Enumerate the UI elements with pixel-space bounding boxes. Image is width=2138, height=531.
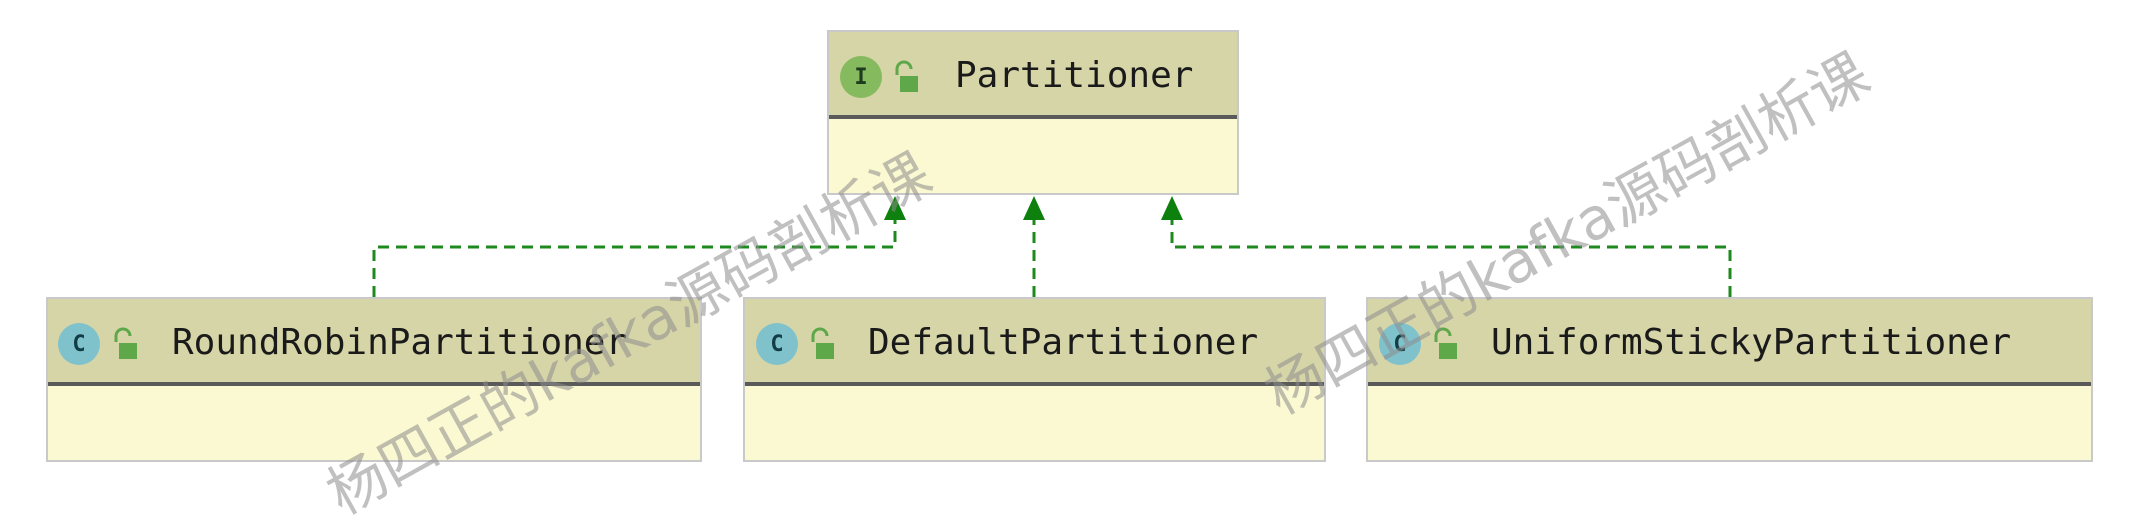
class-header: C UniformStickyPartitioner	[1368, 299, 2091, 386]
lock-open-icon	[1434, 327, 1457, 359]
class-badge-icon: C	[1379, 323, 1421, 365]
arrowhead-right	[1161, 196, 1183, 220]
interface-badge-icon: I	[840, 56, 882, 98]
class-header: C DefaultPartitioner	[745, 299, 1324, 386]
class-badge-icon: C	[756, 323, 798, 365]
interface-box-partitioner[interactable]: I Partitioner	[827, 30, 1239, 195]
interface-name: Partitioner	[955, 55, 1194, 96]
class-header: C RoundRobinPartitioner	[48, 299, 700, 386]
class-name: RoundRobinPartitioner	[172, 322, 628, 363]
arrowhead-middle	[1023, 196, 1045, 220]
uml-class-diagram: I Partitioner C RoundRobinPartitioner C	[46, 30, 2093, 528]
class-name: DefaultPartitioner	[868, 322, 1259, 363]
lock-open-icon	[895, 60, 918, 92]
edge-roundrobin-to-partitioner	[372, 218, 897, 297]
edge-uniformsticky-to-partitioner	[1170, 218, 1732, 297]
class-box-uniformstickypartitioner[interactable]: C UniformStickyPartitioner	[1366, 297, 2093, 462]
lock-open-icon	[811, 327, 834, 359]
class-name: UniformStickyPartitioner	[1491, 322, 2012, 363]
class-badge-icon: C	[58, 323, 100, 365]
interface-header: I Partitioner	[829, 32, 1237, 119]
arrowhead-left	[884, 196, 906, 220]
inheritance-edges	[372, 196, 1732, 297]
lock-open-icon	[114, 327, 137, 359]
class-box-defaultpartitioner[interactable]: C DefaultPartitioner	[743, 297, 1326, 462]
class-box-roundrobinpartitioner[interactable]: C RoundRobinPartitioner	[46, 297, 702, 462]
